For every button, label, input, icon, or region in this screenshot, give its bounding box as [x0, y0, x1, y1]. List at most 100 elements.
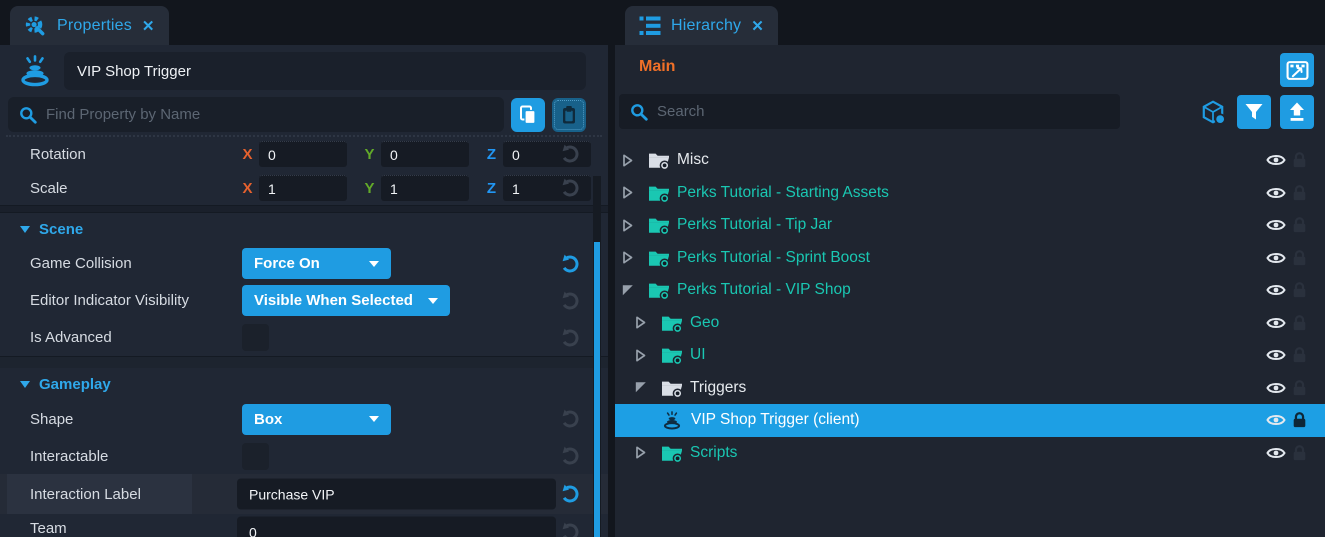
is-advanced-row: Is Advanced [0, 319, 608, 356]
game-collision-dropdown[interactable]: Force On [242, 248, 391, 279]
paste-properties-button[interactable] [552, 98, 586, 132]
hierarchy-tree: Misc Perks Tutorial - Starting Assets [615, 144, 1325, 469]
interaction-label-input[interactable] [237, 479, 556, 510]
close-icon[interactable]: ✕ [142, 17, 155, 35]
axis-x-label: X [242, 180, 253, 197]
copy-icon [518, 105, 538, 125]
expand-arrow-icon[interactable] [621, 251, 635, 264]
reset-icon[interactable] [560, 484, 580, 504]
visibility-eye-icon[interactable] [1266, 413, 1286, 427]
shape-dropdown[interactable]: Box [242, 404, 391, 435]
reset-icon[interactable] [560, 446, 580, 466]
copy-properties-button[interactable] [511, 98, 545, 132]
upload-arrow-icon [1287, 102, 1307, 122]
folder-icon [661, 444, 683, 462]
folder-icon [661, 379, 683, 397]
tree-item-misc[interactable]: Misc [615, 144, 1325, 177]
reset-icon[interactable] [560, 178, 580, 198]
expand-arrow-icon[interactable] [634, 349, 648, 362]
tab-hierarchy[interactable]: Hierarchy ✕ [625, 6, 778, 45]
tree-item-starting-assets[interactable]: Perks Tutorial - Starting Assets [615, 177, 1325, 210]
gameplay-section-header[interactable]: Gameplay [0, 368, 608, 400]
is-advanced-checkbox[interactable] [242, 324, 269, 351]
collapse-arrow-icon[interactable] [621, 284, 635, 297]
scale-row: Scale X Y Z [0, 171, 608, 205]
lock-icon[interactable] [1292, 282, 1307, 299]
rotation-label: Rotation [30, 146, 242, 163]
collapse-triangle-icon [20, 226, 30, 233]
tab-properties[interactable]: Properties ✕ [10, 6, 169, 45]
lock-icon[interactable] [1292, 347, 1307, 364]
axis-x-label: X [242, 146, 253, 163]
scene-section-header[interactable]: Scene [0, 213, 608, 245]
lock-icon[interactable] [1292, 184, 1307, 201]
expand-arrow-icon[interactable] [621, 154, 635, 167]
lock-icon[interactable] [1292, 249, 1307, 266]
cube-icon[interactable] [1200, 99, 1226, 125]
visibility-eye-icon[interactable] [1266, 446, 1286, 460]
lock-icon[interactable] [1292, 444, 1307, 461]
tree-item-geo[interactable]: Geo [615, 307, 1325, 340]
visibility-eye-icon[interactable] [1266, 186, 1286, 200]
expand-arrow-icon[interactable] [621, 219, 635, 232]
tree-item-vip-shop-trigger-selected[interactable]: VIP Shop Trigger (client) [615, 404, 1325, 437]
close-icon[interactable]: ✕ [751, 17, 764, 35]
reset-icon[interactable] [560, 144, 580, 164]
properties-tab-label: Properties [57, 17, 132, 35]
hierarchy-search-box[interactable] [619, 94, 1120, 129]
hierarchy-search-input[interactable] [657, 103, 1109, 120]
rotation-x-input[interactable] [259, 141, 347, 167]
scale-y-input[interactable] [381, 175, 469, 201]
object-name-input[interactable] [64, 52, 586, 90]
tree-item-triggers[interactable]: Triggers [615, 372, 1325, 405]
interaction-label-label: Interaction Label [30, 486, 141, 503]
folder-icon [648, 184, 670, 202]
lock-icon[interactable] [1292, 217, 1307, 234]
filter-button[interactable] [1237, 95, 1271, 129]
rotation-y-input[interactable] [381, 141, 469, 167]
collapse-arrow-icon[interactable] [634, 381, 648, 394]
visibility-eye-icon[interactable] [1266, 348, 1286, 362]
tree-item-vip-shop[interactable]: Perks Tutorial - VIP Shop [615, 274, 1325, 307]
axis-y-label: Y [364, 146, 375, 163]
lock-icon[interactable] [1292, 379, 1307, 396]
tree-item-ui[interactable]: UI [615, 339, 1325, 372]
expand-arrow-icon[interactable] [634, 446, 648, 459]
reset-icon[interactable] [560, 522, 580, 537]
trigger-icon [16, 55, 54, 87]
clipboard-icon [559, 105, 579, 125]
scale-x-input[interactable] [259, 175, 347, 201]
interactable-checkbox[interactable] [242, 443, 269, 470]
shape-label: Shape [30, 411, 242, 428]
team-input[interactable] [237, 517, 556, 537]
property-search-input[interactable] [46, 106, 493, 123]
folder-icon [648, 281, 670, 299]
upload-button[interactable] [1280, 95, 1314, 129]
expand-arrow-icon[interactable] [634, 316, 648, 329]
lock-icon[interactable] [1292, 314, 1307, 331]
tree-item-sprint-boost[interactable]: Perks Tutorial - Sprint Boost [615, 242, 1325, 275]
scrollbar-thumb[interactable] [594, 242, 600, 537]
visibility-eye-icon[interactable] [1266, 153, 1286, 167]
visibility-eye-icon[interactable] [1266, 283, 1286, 297]
lock-icon[interactable] [1292, 152, 1307, 169]
scene-launch-button[interactable] [1280, 53, 1314, 87]
reset-icon[interactable] [560, 254, 580, 274]
reset-icon[interactable] [560, 328, 580, 348]
visibility-eye-icon[interactable] [1266, 218, 1286, 232]
tree-item-tip-jar[interactable]: Perks Tutorial - Tip Jar [615, 209, 1325, 242]
visibility-eye-icon[interactable] [1266, 251, 1286, 265]
properties-tabbar: Properties ✕ [0, 0, 608, 45]
property-search-box[interactable] [8, 97, 504, 132]
section-divider [0, 205, 608, 213]
game-collision-row: Game Collision Force On [0, 245, 608, 282]
reset-icon[interactable] [560, 291, 580, 311]
tree-item-scripts[interactable]: Scripts [615, 437, 1325, 470]
chevron-down-icon [369, 416, 379, 422]
expand-arrow-icon[interactable] [621, 186, 635, 199]
reset-icon[interactable] [560, 409, 580, 429]
lock-icon[interactable] [1292, 412, 1307, 429]
indicator-visibility-dropdown[interactable]: Visible When Selected [242, 285, 450, 316]
visibility-eye-icon[interactable] [1266, 316, 1286, 330]
visibility-eye-icon[interactable] [1266, 381, 1286, 395]
